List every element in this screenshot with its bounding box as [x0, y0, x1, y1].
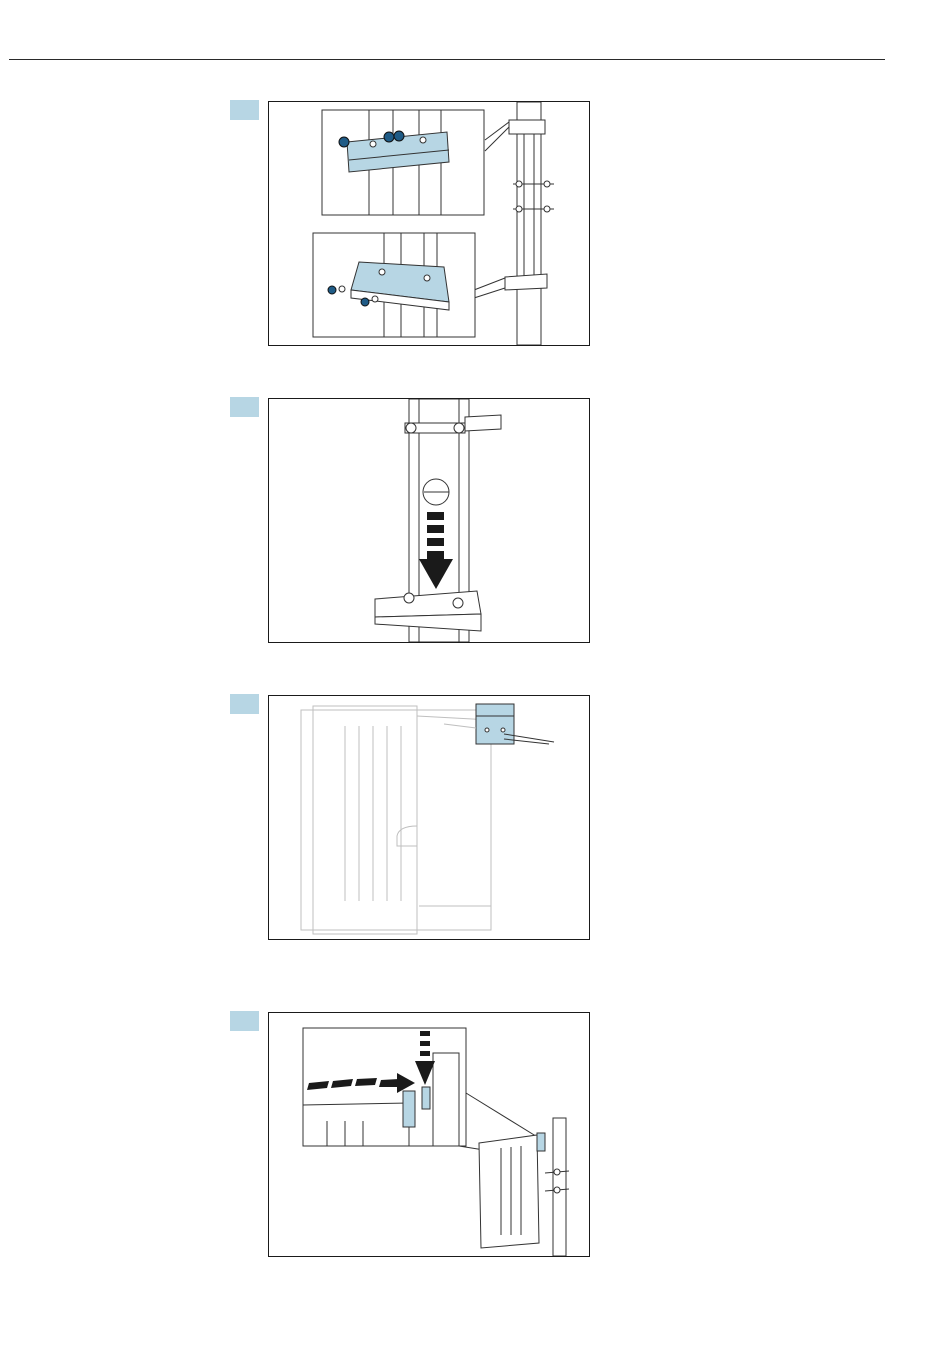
step-4-figure: [268, 1012, 590, 1257]
step-2-figure: [268, 398, 590, 643]
step-3-marker: [230, 694, 259, 714]
step-1-marker: [230, 100, 259, 120]
pipe-mount-bracket-illustration: [269, 102, 589, 345]
step-1-figure: [268, 101, 590, 346]
slide-bracket-down-illustration: [269, 399, 589, 642]
step-2-marker: [230, 397, 259, 417]
hang-housing-illustration: [269, 1013, 589, 1256]
housing-bracket-illustration: [269, 696, 589, 939]
step-3-figure: [268, 695, 590, 940]
step-4-marker: [230, 1011, 259, 1031]
header-rule: [9, 59, 885, 60]
